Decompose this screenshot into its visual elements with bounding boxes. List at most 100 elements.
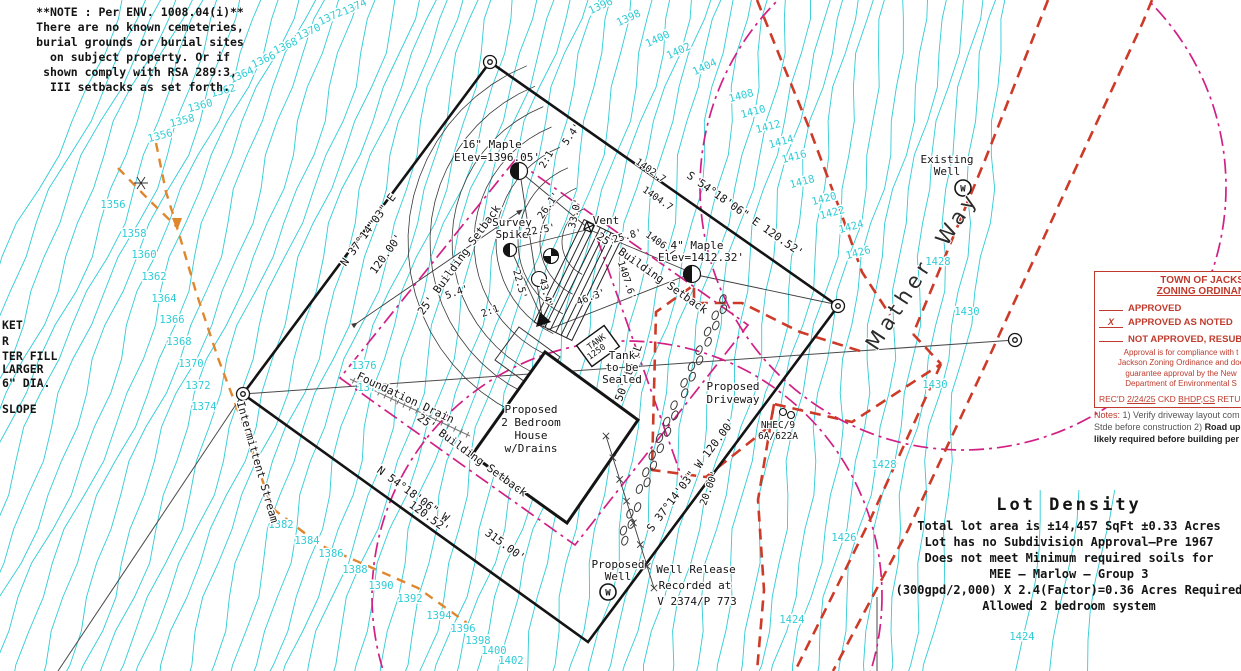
map-label: 1396 <box>587 0 615 17</box>
map-label: 1390 <box>368 580 393 592</box>
map-label: 1424 <box>1009 631 1034 643</box>
zoning-item-approved-as-noted: X APPROVED AS NOTED <box>1099 317 1241 328</box>
map-label: 4" Maple <box>671 239 724 252</box>
test-pit-symbol <box>530 247 560 288</box>
map-label: Recorded at <box>659 579 732 592</box>
ckd-value: BHDP,CS <box>1178 393 1215 404</box>
map-label: 1396 <box>450 623 475 635</box>
lot-density-line: Does not meet Minimum required soils for <box>924 551 1214 565</box>
map-label: 1370 <box>295 21 323 43</box>
approved-as-noted-label: APPROVED AS NOTED <box>1128 317 1233 328</box>
approved-as-noted-mark: X <box>1099 317 1123 328</box>
lot-density-block: Lot Density Total lot area is ±14,457 Sq… <box>893 497 1241 614</box>
return-label: RETU <box>1217 393 1241 404</box>
map-label: 16" Maple <box>462 138 522 151</box>
map-label: Well <box>605 570 632 583</box>
legend-partial-line: 6" DIA. <box>2 376 51 390</box>
test-pit-symbol-2 <box>530 270 548 288</box>
zoning-notes-line: Notes: 1) Verify driveway layout com <box>1094 409 1241 421</box>
map-label: Survey <box>492 216 532 229</box>
map-label: 2:1 <box>538 149 557 170</box>
not-approved-label: NOT APPROVED, RESUBM <box>1128 334 1241 345</box>
utility-pole-symbol <box>778 407 796 420</box>
legend-partial-line: KET <box>2 318 23 332</box>
map-label: NHEC/9 <box>761 420 796 431</box>
map-label: Spike <box>495 228 528 241</box>
map-label: Driveway <box>707 393 760 406</box>
point-symbols: W W <box>134 54 1023 601</box>
not-approved-blank <box>1099 331 1123 342</box>
lot-density-title: Lot Density <box>996 495 1142 515</box>
grading-slope-arcs <box>407 65 585 414</box>
env-note-line: on subject property. Or if <box>49 50 230 64</box>
foundation-drain-ticks <box>351 377 470 438</box>
lot-density-line: (300gpd/2,000) X 2.4(Factor)=0.36 Acres … <box>895 583 1241 597</box>
map-label: Well Release <box>656 563 735 576</box>
zoning-disclaimer: Approval is for compliance with t Jackso… <box>1099 348 1241 390</box>
fence-line <box>602 432 658 592</box>
zoning-item-approved: APPROVED <box>1099 300 1241 314</box>
map-label: 1360 <box>131 249 156 261</box>
map-label: V 2374/P 773 <box>657 595 736 608</box>
map-label: 1402.7 <box>633 157 667 186</box>
survey-spike-symbol <box>502 242 518 258</box>
map-label: 1394 <box>426 610 451 622</box>
map-label: Proposed <box>505 403 558 416</box>
map-label: 1382 <box>268 519 293 531</box>
env-note-line: III setbacks as set forth. <box>49 80 230 94</box>
zoning-notes-line: Stde before construction 2) Road up <box>1094 421 1241 433</box>
lot-density-line: Total lot area is ±14,457 SqFt ±0.33 Acr… <box>917 519 1221 533</box>
map-label: 1372 <box>185 380 210 392</box>
map-label: 1412 <box>754 118 782 136</box>
svg-text:W: W <box>605 589 611 599</box>
map-label: 1376 <box>351 360 376 372</box>
map-label: 1422 <box>818 204 846 222</box>
map-label: 1402 <box>498 655 523 667</box>
map-label: to be <box>605 361 638 374</box>
map-label: 25.8' <box>611 227 643 245</box>
map-label: Well <box>934 165 961 178</box>
proposed-well-symbol: W <box>599 583 617 601</box>
notes-prefix: Notes: <box>1094 410 1121 420</box>
monument-far-east <box>1007 332 1023 348</box>
map-label: 1368 <box>166 336 191 348</box>
notes-line1: 1) Verify driveway layout com <box>1120 410 1240 420</box>
map-label: Tank <box>609 349 636 362</box>
map-label: 1378 <box>357 382 382 394</box>
map-label: Vent <box>593 214 620 227</box>
lot-density-line: Lot has no Subdivision Approval—Pre 1967 <box>924 535 1214 549</box>
map-label: 25' Building Setback <box>415 202 504 317</box>
maple-4-symbol <box>682 264 702 284</box>
driveway-outline <box>650 282 942 479</box>
recd-date: 2/24/25 <box>1127 393 1156 404</box>
env-note-line: burial grounds or burial sites <box>36 35 244 49</box>
map-label: 1410 <box>739 103 767 121</box>
ckd-label: CKD <box>1157 393 1176 404</box>
legend-partial-line: LARGER <box>2 362 44 376</box>
map-label: 1392 <box>397 593 422 605</box>
map-label: Way <box>931 187 984 250</box>
zoning-stamp-box: TOWN OF JACKSON ZONING ORDINANCE APPROVE… <box>1094 271 1241 408</box>
road-west-edge-lower <box>793 363 943 671</box>
map-label: 1398 <box>615 7 643 29</box>
map-label: 1400 <box>481 645 506 657</box>
map-label: 1424 <box>837 218 865 236</box>
map-label: 1362 <box>141 271 166 283</box>
map-label: 1416 <box>780 148 808 166</box>
legend-partial-line: R <box>2 334 9 348</box>
map-label: 1402 <box>665 40 693 62</box>
zoning-title: TOWN OF JACKSON <box>1160 275 1241 286</box>
proposed-house <box>469 326 641 526</box>
road-and-driveway-dashed-edges <box>650 0 1154 671</box>
notes-line3: likely required before building per <box>1094 434 1240 445</box>
map-label: 1358 <box>168 112 196 130</box>
map-label: 1356 <box>146 127 174 145</box>
map-label: w/Drains <box>505 442 558 455</box>
map-label: Sealed <box>602 373 642 386</box>
well-radius-arc-proposed <box>371 340 883 671</box>
map-label: 1414 <box>767 133 795 151</box>
map-label: 1366 <box>159 314 184 326</box>
zoning-disclaimer-line: Jackson Zoning Ordinance and doe <box>1117 358 1241 368</box>
monument-west <box>235 386 251 402</box>
